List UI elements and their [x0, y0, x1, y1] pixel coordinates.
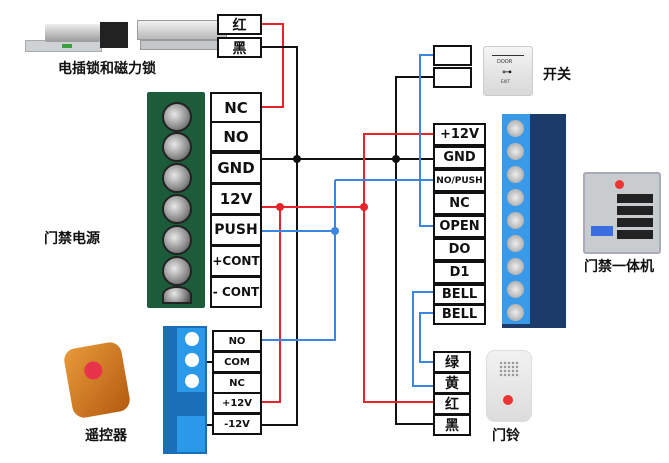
remote-terminal-minus12v: -12V	[212, 413, 262, 435]
wire-switch-open	[419, 54, 433, 227]
wire-12v-controller	[363, 133, 433, 403]
doorbell-image	[486, 350, 532, 422]
key-icon: ⊶	[502, 67, 512, 78]
controller-terminal-plus12v: +12V	[433, 123, 486, 146]
bell-terminal-black: 黑	[433, 414, 471, 436]
wire-12v-remote	[262, 207, 281, 403]
wire-push-remote	[262, 180, 336, 341]
switch-terminal-1	[433, 45, 472, 66]
wire-lock-red	[262, 23, 284, 108]
exit-button-plate-sub: EXIT	[501, 79, 510, 84]
bell-terminal-yellow: 黄	[433, 372, 471, 394]
power-terminal-nc: NC	[210, 92, 262, 123]
power-terminal-minus-cont: - CONT	[210, 276, 262, 308]
controller-terminal-bell-2: BELL	[433, 304, 486, 325]
access-controller-image	[583, 172, 661, 254]
bell-terminal-green: 绿	[433, 351, 471, 373]
remote-image	[62, 340, 132, 420]
switch-terminal-2	[433, 67, 472, 88]
junction-dot	[276, 203, 284, 211]
exit-button-image: DOOR ⊶ EXIT	[483, 46, 533, 96]
wire-bell2	[419, 312, 433, 363]
controller-terminal-bell-1: BELL	[433, 284, 486, 305]
power-supply-label: 门禁电源	[44, 231, 100, 247]
junction-dot	[293, 155, 301, 163]
power-supply-terminal-block	[147, 92, 205, 308]
lock-image	[20, 18, 227, 54]
doorbell-label: 门铃	[492, 428, 520, 444]
junction-dots	[276, 155, 400, 235]
controller-terminal-gnd: GND	[433, 146, 486, 169]
wire-bell1	[412, 291, 433, 387]
junction-dot	[331, 227, 339, 235]
brand-logo-icon	[503, 395, 513, 405]
lock-label: 电插锁和磁力锁	[58, 61, 156, 77]
lock-terminal-black: 黑	[217, 37, 262, 58]
wire-switch-black	[395, 76, 433, 425]
remote-terminal-plus12v: +12V	[212, 392, 262, 414]
power-terminal-push: PUSH	[210, 214, 262, 246]
power-terminal-12v: 12V	[210, 183, 262, 215]
controller-terminal-nc: NC	[433, 192, 486, 215]
remote-label: 遥控器	[85, 428, 127, 444]
exit-button-plate-text: DOOR	[497, 59, 513, 65]
controller-terminal-do: DO	[433, 238, 486, 261]
controller-terminal-d1: D1	[433, 261, 486, 284]
power-terminal-gnd: GND	[210, 152, 262, 184]
power-terminal-no: NO	[210, 121, 262, 152]
wire-gnd-remote	[262, 159, 298, 426]
controller-terminal-no-push: NO/PUSH	[433, 169, 486, 192]
remote-terminal-nc: NC	[212, 372, 262, 394]
wire-lock-black	[262, 46, 298, 159]
controller-terminal-block	[502, 114, 566, 328]
controller-terminal-open: OPEN	[433, 215, 486, 238]
power-terminal-plus-cont: +CONT	[210, 245, 262, 277]
remote-terminal-com: COM	[212, 351, 262, 373]
bell-terminal-red: 红	[433, 393, 471, 415]
junction-dot	[360, 203, 368, 211]
exit-button-label: 开关	[543, 67, 571, 83]
junction-dot	[392, 155, 400, 163]
access-controller-label: 门禁一体机	[584, 259, 654, 275]
lock-terminal-red: 红	[217, 14, 262, 35]
remote-terminal-no: NO	[212, 330, 262, 352]
remote-receiver-board	[163, 326, 207, 454]
